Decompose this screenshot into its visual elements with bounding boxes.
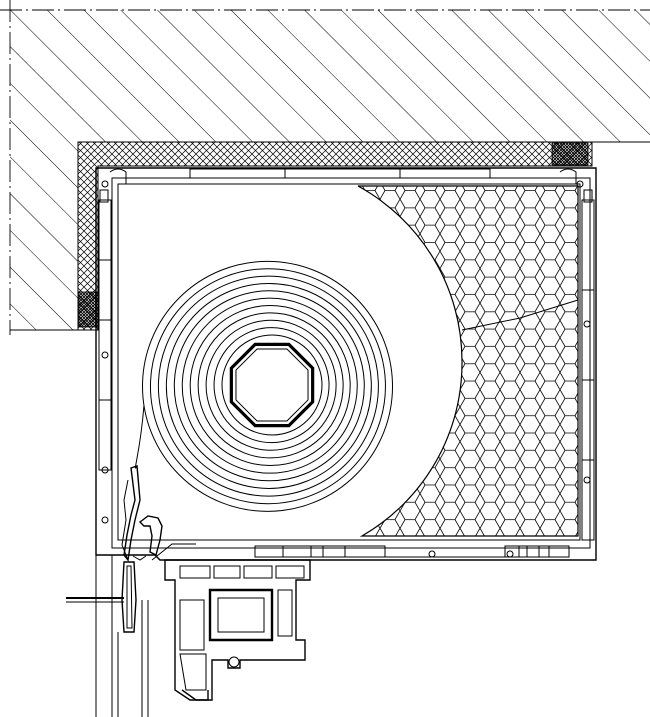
housing-bottom-chambers <box>254 545 570 558</box>
axle-octagon-icon <box>229 342 315 428</box>
roll-turn <box>142 260 393 512</box>
roll-turn <box>157 275 379 497</box>
housing-left-chambers <box>98 199 112 524</box>
roll-turn <box>221 334 323 436</box>
foam-insulation <box>357 185 579 537</box>
box-insulation-layer <box>77 141 593 331</box>
curtain-exit-lip <box>151 543 196 561</box>
foam-split-line <box>461 299 579 331</box>
roll-turn <box>213 327 330 444</box>
curtain-guide <box>66 465 196 633</box>
frame-top-chambers <box>179 565 305 579</box>
curtain-slat-hook <box>121 479 147 561</box>
frame-gasket <box>228 656 240 668</box>
housing-top-chambers <box>99 168 593 203</box>
seal-block-right <box>551 142 589 166</box>
window-reveal-lines <box>95 555 149 717</box>
roll-turn <box>189 305 351 467</box>
curtain-slat-lower <box>121 561 137 633</box>
frame-drip-nose <box>181 689 209 701</box>
seal-block-left <box>78 291 99 328</box>
roll-tail <box>134 404 145 469</box>
roll-turn <box>149 268 386 505</box>
roll-turn <box>205 319 337 451</box>
insulation-top-band <box>77 141 593 331</box>
foam-insulation-block <box>357 185 579 537</box>
roll-turn <box>165 282 372 489</box>
roll-turn <box>197 312 344 459</box>
housing-right-chambers <box>581 199 595 541</box>
curtain-slat-upper <box>123 465 141 562</box>
frame-lower-chambers <box>179 589 293 691</box>
frame-reinforcement-inner <box>217 597 265 633</box>
housing-inner-liner <box>117 183 581 541</box>
frame-head-outline <box>164 559 311 701</box>
roll-turn <box>181 297 358 474</box>
curtain-entry-flap <box>138 515 163 557</box>
axle-octagon-inner <box>235 348 309 422</box>
curtain-slat-lower-inner <box>126 565 133 629</box>
roll-turn <box>173 290 365 482</box>
window-frame-profile <box>164 559 311 701</box>
frame-reinforcement-steel <box>208 588 274 642</box>
axle <box>229 342 315 428</box>
shutter-roll <box>134 260 393 512</box>
